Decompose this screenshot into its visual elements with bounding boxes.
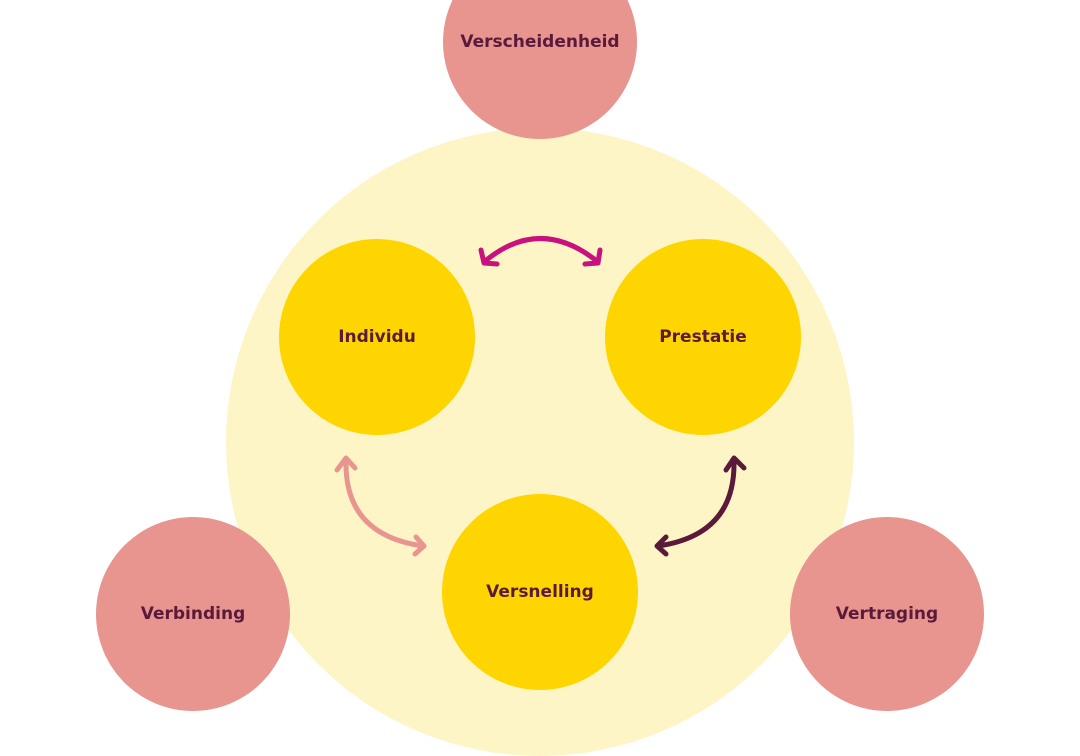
double-arrow-right	[654, 455, 747, 557]
double-arrow-left	[334, 455, 427, 557]
node-label: Versnelling	[486, 582, 594, 602]
node-prestatie: Prestatie	[605, 239, 801, 435]
node-label: Prestatie	[659, 327, 747, 347]
node-label: Individu	[338, 327, 416, 347]
node-versnelling: Versnelling	[442, 494, 638, 690]
double-arrow-top	[478, 236, 603, 267]
node-individu: Individu	[279, 239, 475, 435]
node-label: Vertraging	[835, 604, 939, 624]
node-label: Verscheidenheid	[460, 32, 620, 52]
node-label: Verbinding	[140, 604, 246, 624]
